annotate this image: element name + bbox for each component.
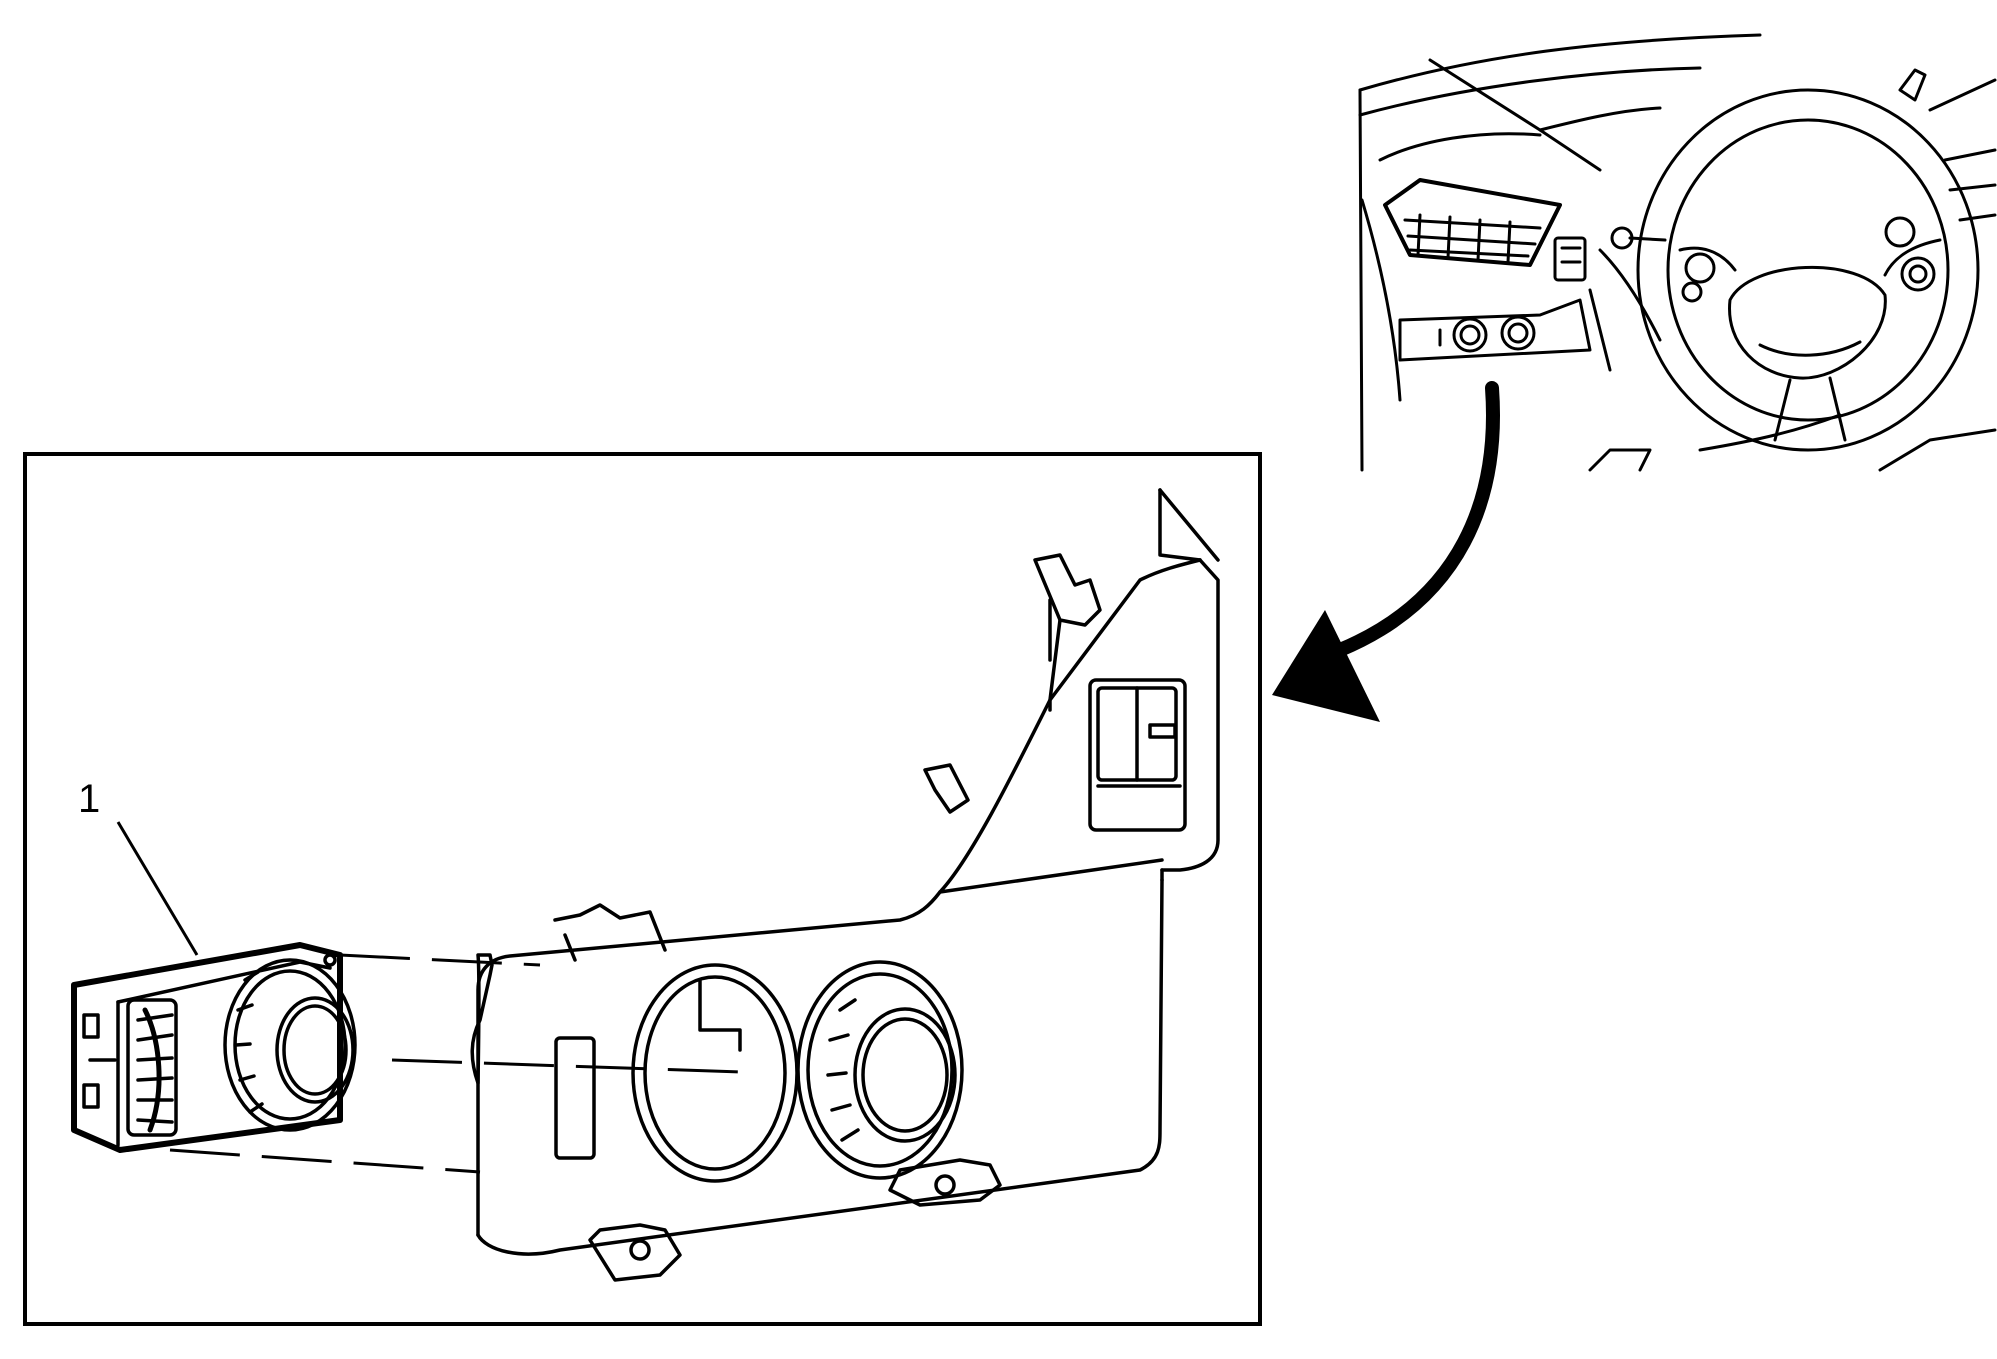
callout-leader-line <box>116 821 199 956</box>
headlamp-switch-module <box>71 942 357 1153</box>
callout-1-label: 1 <box>78 777 100 821</box>
detail-frame <box>23 452 1262 1326</box>
instrument-panel-trim <box>470 488 1220 1282</box>
pointer-arrow <box>1272 381 1500 722</box>
dashboard-overview <box>1358 33 1997 472</box>
alignment-lines <box>169 953 741 1174</box>
